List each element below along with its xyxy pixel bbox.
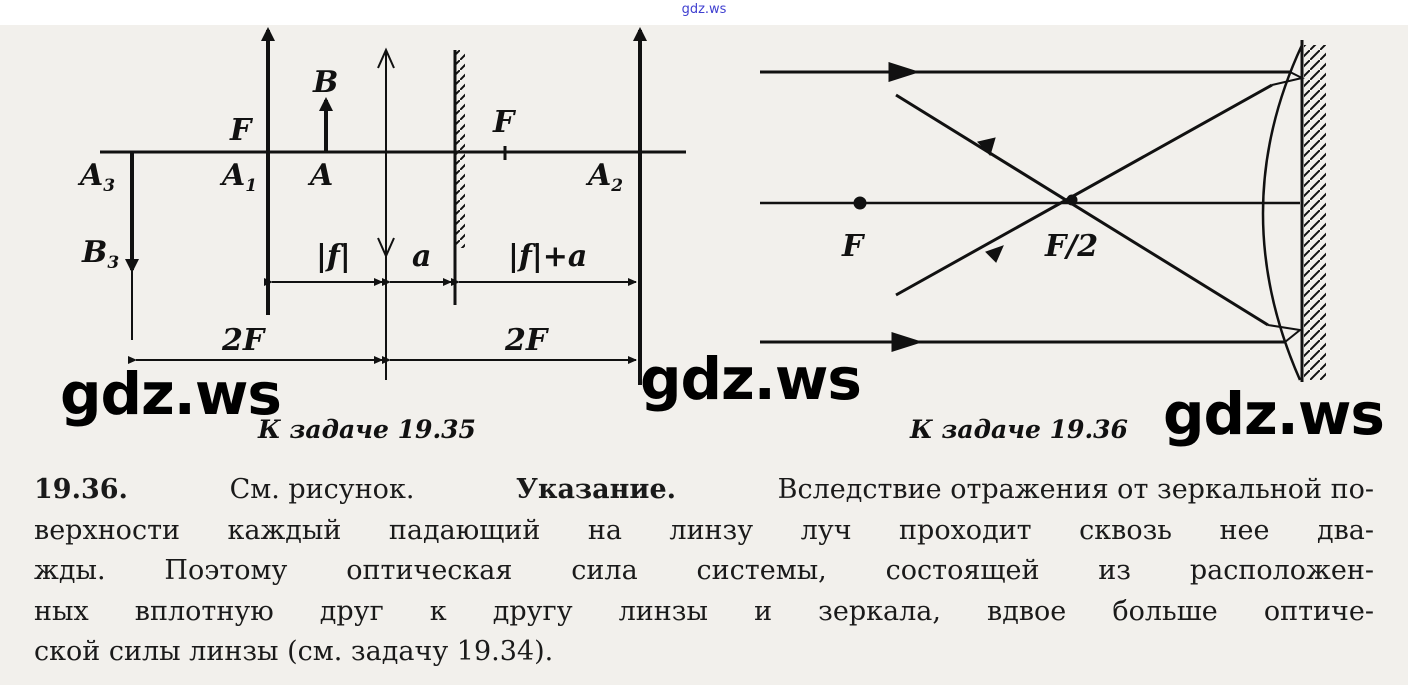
label-2f-right: 2F (504, 323, 550, 358)
caption-19-35: К задаче 19.35 (257, 415, 476, 444)
lens-top-arrowhead (377, 47, 395, 69)
label-f-right: F (492, 105, 517, 140)
arrow-down-left (985, 245, 1004, 263)
label-a3: A3 (77, 158, 115, 196)
label-a2: A2 (585, 158, 623, 196)
solution-text: 19.36. См. рисунок. Указание. Вследствие… (34, 470, 1374, 673)
hint-label: Указание. (516, 474, 677, 505)
text-line: ных вплотную друг к другу линзы и зеркал… (34, 595, 1374, 627)
label-f-distance: |f| (316, 239, 351, 274)
ray-bottom-arrow (891, 331, 923, 353)
label-f-plus-a: |f|+a (508, 239, 587, 274)
watermark: gdz.ws (640, 345, 862, 413)
lens-bottom-arrowhead (377, 237, 395, 259)
reflected-ray-1 (895, 93, 1269, 327)
label-2f-left: 2F (221, 323, 267, 358)
label-a1: A1 (219, 158, 257, 196)
label-a-distance: a (412, 239, 431, 274)
watermark: gdz.ws (60, 360, 282, 428)
text-line: 19.36. См. рисунок. Указание. Вследствие… (34, 470, 1374, 511)
page-background (0, 25, 1408, 685)
label-a: A (307, 158, 333, 193)
figure-19-36 (760, 40, 1326, 382)
label-f-half: F/2 (1044, 229, 1098, 264)
label-b: B (312, 65, 338, 100)
watermark-top: gdz.ws (681, 2, 727, 17)
text-line: ской силы линзы (см. задачу 19.34). (34, 636, 554, 667)
watermark: gdz.ws (1163, 380, 1385, 448)
reflected-ray-2 (895, 83, 1273, 297)
ray-top-arrow (888, 61, 920, 83)
mirror-hatch (456, 50, 465, 248)
arrow-up-left (977, 137, 996, 156)
focus-point (853, 196, 867, 210)
mirror-right-hatch (1304, 45, 1326, 380)
label-b3: B3 (81, 235, 119, 273)
text-line: верхности каждый падающий на линзу луч п… (34, 514, 1374, 546)
caption-19-36: К задаче 19.36 (909, 415, 1128, 444)
problem-number: 19.36. (34, 474, 128, 505)
lens-right (1261, 44, 1304, 381)
text-line: жды. Поэтому оптическая сила системы, со… (34, 555, 1374, 586)
label-f-left: F (229, 113, 254, 148)
label-f: F (841, 229, 866, 264)
